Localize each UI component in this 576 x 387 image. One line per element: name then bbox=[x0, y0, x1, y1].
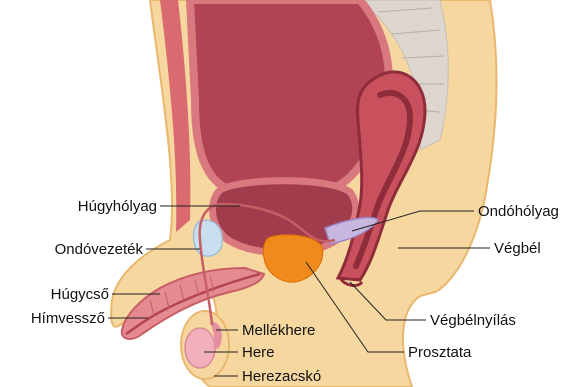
label-hugyholyag: Húgyhólyag bbox=[78, 198, 157, 215]
label-mellekhere: Mellékhere bbox=[242, 322, 315, 339]
testis bbox=[185, 328, 215, 368]
label-ondovezetek: Ondóvezeték bbox=[55, 241, 144, 258]
label-himvesszo: Hímvessző bbox=[31, 310, 105, 327]
label-hugycso: Húgycső bbox=[51, 286, 109, 303]
label-herezacsko: Herezacskó bbox=[242, 368, 321, 385]
label-here: Here bbox=[242, 344, 275, 361]
label-prosztata: Prosztata bbox=[408, 344, 472, 361]
label-vegbel: Végbél bbox=[494, 240, 541, 257]
pubic-bone bbox=[194, 220, 223, 256]
label-vegbelnyilas: Végbélnyílás bbox=[430, 312, 516, 329]
label-ondoholyag: Ondóhólyag bbox=[478, 203, 559, 220]
